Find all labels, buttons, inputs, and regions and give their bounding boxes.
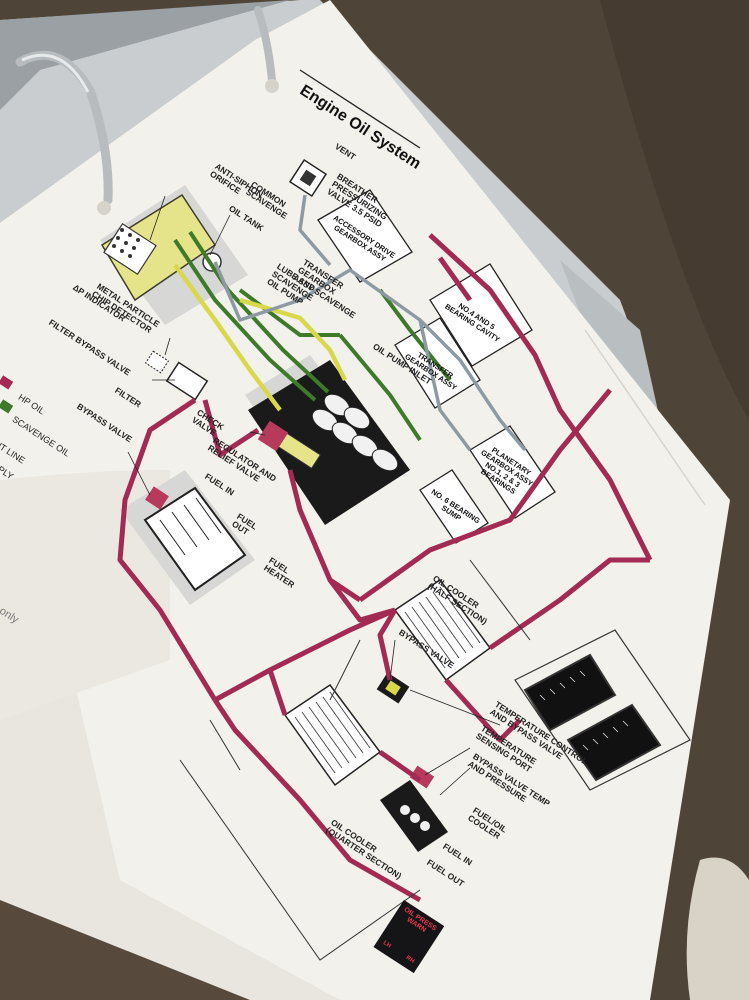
oil-cooler-half-fins bbox=[404, 586, 481, 669]
page-shadow-left bbox=[0, 470, 170, 720]
binder-ring-right bbox=[254, 6, 276, 84]
legend-swatches bbox=[0, 375, 14, 414]
gauge-right bbox=[566, 703, 662, 782]
p-indicator bbox=[144, 350, 170, 374]
oil-cooler-quarter-fins bbox=[294, 691, 371, 774]
hp-oil-lines bbox=[117, 233, 653, 903]
fuel-heater bbox=[143, 486, 247, 592]
bypass-valve-block bbox=[145, 486, 169, 510]
fuel-oil-cooler-tubes bbox=[400, 805, 430, 831]
ring-hole-right bbox=[265, 79, 279, 93]
couch-fold-right bbox=[600, 0, 749, 420]
frame-lines bbox=[179, 559, 531, 961]
pump-gears bbox=[311, 393, 399, 472]
warning-right: RH bbox=[404, 955, 416, 965]
temp-valve bbox=[409, 765, 435, 789]
title-underline bbox=[299, 69, 421, 149]
tank-grid-dots bbox=[112, 228, 140, 258]
filter-body bbox=[165, 361, 209, 401]
fuel-heater-coils bbox=[159, 497, 222, 556]
check-valve-block bbox=[257, 420, 289, 452]
binder-ring-left-highlight bbox=[21, 53, 90, 93]
cloth-corner bbox=[686, 857, 749, 1000]
ring-hole-left bbox=[97, 201, 111, 215]
warning-left: LH bbox=[381, 940, 392, 950]
gauge-left bbox=[523, 653, 617, 732]
breather-valve-core bbox=[299, 169, 317, 187]
pump-housing bbox=[248, 360, 410, 525]
binder-shadow bbox=[0, 0, 290, 110]
binder-edge bbox=[560, 260, 660, 420]
bypass-valve-mid-core bbox=[385, 680, 401, 696]
gauge-ticks bbox=[539, 670, 629, 751]
vent-lines bbox=[213, 194, 527, 452]
page-lower-fold bbox=[0, 560, 340, 1000]
gauge-panel-frame bbox=[514, 629, 691, 791]
system-box-outlines bbox=[317, 189, 556, 544]
page-center-fold bbox=[584, 329, 706, 506]
leader-lines bbox=[127, 195, 501, 796]
